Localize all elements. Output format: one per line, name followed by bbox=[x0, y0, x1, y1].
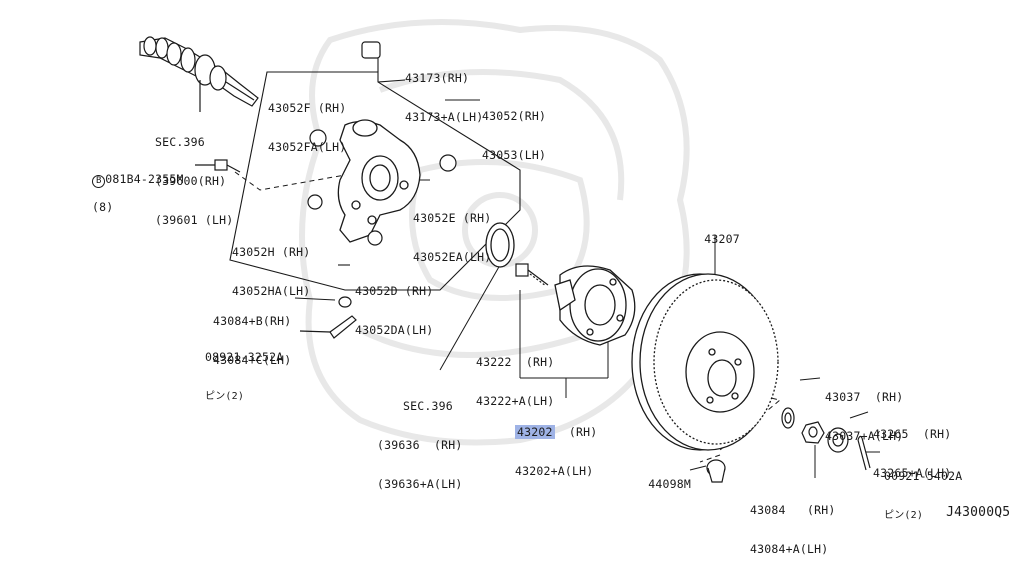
hub-bolt bbox=[515, 263, 549, 287]
brake-rotor bbox=[631, 273, 779, 451]
oil-seal bbox=[485, 222, 515, 268]
label-43202: 43202 (RH) 43202+A(LH) bbox=[515, 425, 598, 478]
leader-lines bbox=[199, 108, 880, 478]
hub-assembly bbox=[554, 265, 636, 346]
bolt-081b4 bbox=[195, 159, 241, 173]
drive-shaft bbox=[139, 36, 259, 112]
circle-b-icon: B bbox=[92, 175, 106, 188]
label-43052f: 43052F (RH) 43052FA(LH) bbox=[268, 101, 347, 154]
cotter-pin-00921 bbox=[857, 435, 871, 471]
label-pin-08921: 08921-3252A ピン(2) bbox=[205, 350, 284, 403]
bushings bbox=[307, 41, 457, 308]
label-pin-00921: 00921-5402A ピン(2) bbox=[884, 469, 963, 522]
label-43084b: 43084+B(RH) 43084+C(LH) bbox=[213, 314, 292, 367]
hub-nut bbox=[801, 421, 825, 444]
washer bbox=[781, 407, 795, 429]
hub-cap bbox=[706, 459, 726, 483]
steering-knuckle bbox=[337, 119, 421, 243]
label-43265: 43265 (RH) 43265+A(LH) bbox=[873, 427, 952, 480]
label-sec396-top: SEC.396 (39600(RH) (39601 (LH) bbox=[155, 135, 234, 227]
exploded-parts-diagram bbox=[139, 19, 880, 483]
label-sec396-bottom: SEC.396 (39636 (RH) (39636+A(LH) bbox=[377, 399, 463, 491]
label-43222: 43222 (RH) 43222+A(LH) bbox=[476, 355, 555, 408]
cotter-pin-08921 bbox=[299, 315, 357, 339]
label-43052d: 43052D (RH) 43052DA(LH) bbox=[355, 284, 434, 337]
label-43084: 43084 (RH) 43084+A(LH) bbox=[750, 503, 836, 556]
diagram-id: J43000Q5 bbox=[946, 505, 1011, 520]
highlighted-part-number[interactable]: 43202 bbox=[515, 425, 555, 439]
label-43037: 43037 (RH) 43037+A(LH) bbox=[825, 390, 904, 443]
nut-retainer bbox=[827, 427, 849, 453]
label-43173: 43173(RH) 43173+A(LH) bbox=[405, 71, 484, 124]
label-43052h: 43052H (RH) 43052HA(LH) bbox=[232, 245, 311, 298]
label-44098m: 44098M bbox=[648, 477, 691, 491]
label-43052e: 43052E (RH) 43052EA(LH) bbox=[413, 211, 492, 264]
label-43052: 43052(RH) 43053(LH) bbox=[482, 109, 547, 162]
label-43207: 43207 bbox=[704, 232, 740, 246]
knuckle-group-outline bbox=[229, 56, 521, 291]
